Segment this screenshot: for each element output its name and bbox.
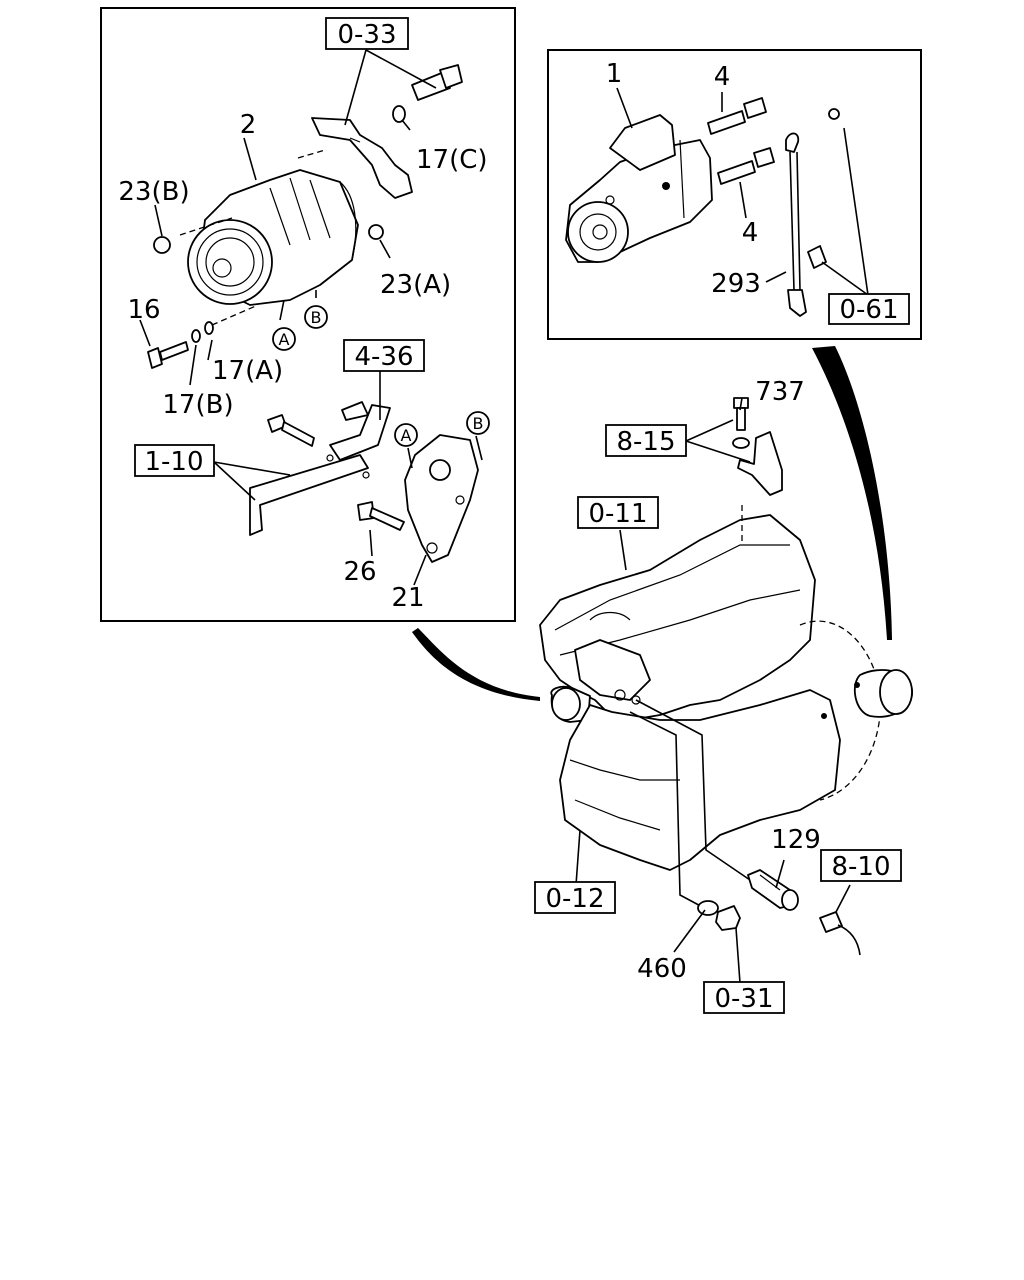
alternator-callout-arc [412, 628, 540, 701]
part-label-1: 1 [606, 59, 623, 89]
marker-b-bracket: B [466, 411, 490, 435]
bracket-with-bolt [732, 397, 783, 496]
mounting-bracket [404, 434, 479, 563]
svg-text:8-15: 8-15 [616, 427, 675, 457]
adjusting-bracket [311, 117, 413, 199]
svg-text:0-12: 0-12 [545, 884, 604, 914]
starter-bolt-upper [707, 97, 767, 135]
part-label-129: 129 [771, 825, 821, 855]
starter-callout-arc [812, 346, 892, 640]
ref-box-8-10: 8-10 [820, 849, 902, 882]
part-label-2: 2 [240, 110, 257, 140]
part-label-17b: 17(B) [162, 390, 233, 420]
ref-box-0-31: 0-31 [703, 981, 785, 1014]
marker-a-bracket: A [394, 423, 418, 447]
part-label-460: 460 [637, 954, 687, 984]
part-label-26: 26 [343, 557, 376, 587]
svg-text:A: A [279, 330, 290, 349]
bracket-bolt [392, 64, 463, 123]
svg-text:B: B [473, 414, 484, 433]
ref-box-0-33: 0-33 [325, 17, 409, 50]
svg-text:0-31: 0-31 [714, 984, 773, 1014]
alternator [179, 149, 359, 326]
svg-text:0-33: 0-33 [337, 20, 396, 50]
ref-box-1-10: 1-10 [134, 444, 215, 477]
bolt-16 [147, 321, 214, 369]
leader-lines [139, 49, 869, 984]
ground-cable [785, 108, 840, 317]
svg-text:1-10: 1-10 [144, 447, 203, 477]
part-label-4-lower: 4 [742, 218, 759, 248]
nut-23a [368, 224, 384, 240]
ref-box-0-12: 0-12 [534, 881, 616, 914]
part-label-737: 737 [755, 377, 805, 407]
marker-a-alternator: A [272, 327, 296, 351]
svg-text:0-11: 0-11 [588, 499, 647, 529]
tension-plate [249, 401, 391, 536]
svg-text:4-36: 4-36 [354, 342, 413, 372]
svg-text:8-10: 8-10 [831, 852, 890, 882]
engine-block [539, 505, 913, 911]
oil-drain-plug [697, 900, 741, 931]
part-label-17c: 17(C) [416, 145, 488, 175]
part-label-4-upper: 4 [714, 62, 731, 92]
svg-text:0-61: 0-61 [839, 295, 898, 325]
starter-inset-frame [547, 49, 922, 340]
ref-box-8-15: 8-15 [605, 424, 687, 457]
ref-box-0-11: 0-11 [577, 496, 659, 529]
part-label-23a: 23(A) [380, 270, 451, 300]
ref-box-4-36: 4-36 [343, 339, 425, 372]
starter-motor [565, 114, 713, 263]
starter-bolt-lower [717, 147, 775, 185]
part-label-16: 16 [127, 295, 160, 325]
marker-b-alternator: B [304, 305, 328, 329]
part-label-293: 293 [711, 269, 761, 299]
oil-pressure-sensor [747, 869, 799, 911]
sensor-connector [819, 911, 861, 956]
alternator-inset-frame [100, 7, 516, 622]
svg-text:B: B [311, 308, 322, 327]
nut-23b [153, 236, 171, 254]
part-label-21: 21 [391, 583, 424, 613]
part-label-17a: 17(A) [212, 356, 283, 386]
bolt-26 [357, 501, 405, 531]
part-label-23b: 23(B) [118, 177, 189, 207]
ref-box-0-61: 0-61 [828, 293, 910, 325]
svg-text:A: A [401, 426, 412, 445]
